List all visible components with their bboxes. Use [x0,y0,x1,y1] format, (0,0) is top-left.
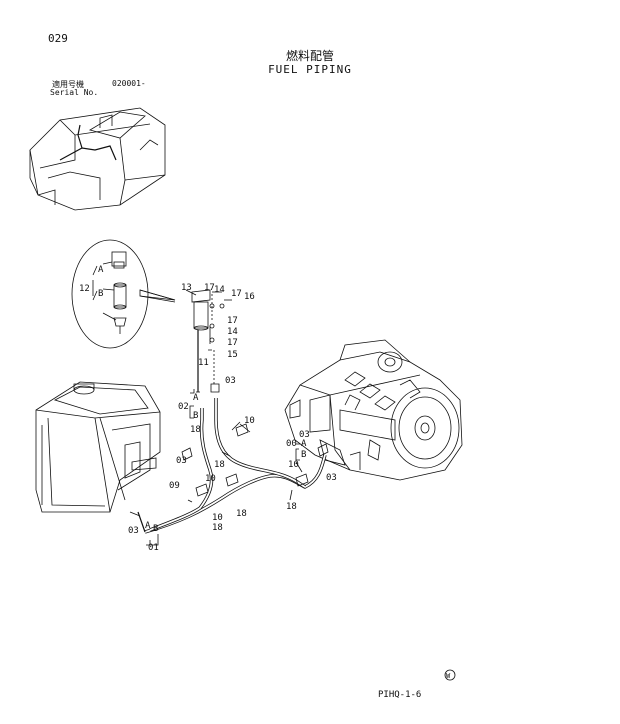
callout-label: 11 [198,358,209,368]
page-number: 029 [48,32,68,45]
callout-label: 10 [244,416,255,426]
footer-mark-letter: W [446,672,451,680]
callout-label: 09 [169,481,180,491]
callout-label: 03 [326,473,337,483]
callout-label: 12 [79,284,90,294]
fuel-tank [35,381,161,513]
callout-label: 14 [214,285,225,295]
engine [284,339,463,481]
footer-mark: W [444,669,456,681]
callout-label: 01 [148,543,159,553]
callout-label: 18 [212,523,223,533]
callout-label: 17 [231,289,242,299]
serial-label-japanese: 適用号機 [52,80,84,89]
callout-label: 03 [128,526,139,536]
callout-label: A [193,393,199,403]
callout-labels: 13 14 17 16 17 17 14 17 15 11 12 A B 03 … [79,265,337,553]
callout-label: 03 [176,456,187,466]
callout-label: 10 [212,513,223,523]
machine-locator-sketch [29,107,166,211]
leader-lines [146,389,303,546]
callout-label: 17 [227,338,238,348]
callout-label: 18 [236,509,247,519]
callout-label: A [145,521,151,531]
fuel-filter-assembly [185,289,232,393]
callout-label: 10 [288,460,299,470]
footer-code: PIHQ-1-6 [378,690,422,700]
callout-label: 00 [286,439,297,449]
callout-label: 18 [190,425,201,435]
serial-value: 020001- [112,79,146,88]
title-japanese: 燃料配管 [285,49,334,63]
serial-label-english: Serial No. [50,88,99,97]
callout-label: 17 [204,283,215,293]
callout-label: 18 [286,502,297,512]
callout-label: B [301,450,306,460]
callout-label: 13 [181,283,192,293]
callout-label: 17 [227,316,238,326]
callout-label: B [153,524,158,534]
callout-label: 03 [299,430,310,440]
callout-label: 03 [225,376,236,386]
callout-label: 18 [214,460,225,470]
callout-label: 02 [178,402,189,412]
filter-detail-circle [71,239,176,349]
title-english: FUEL PIPING [268,63,352,76]
fuel-hoses [129,398,329,534]
callout-label: A [301,439,307,449]
callout-label: 14 [227,327,238,337]
callout-label: B [98,289,103,299]
callout-label: B [193,411,198,421]
callout-label: A [98,265,104,275]
callout-label: 16 [244,292,255,302]
callout-label: 10 [205,474,216,484]
callout-label: 15 [227,350,238,360]
